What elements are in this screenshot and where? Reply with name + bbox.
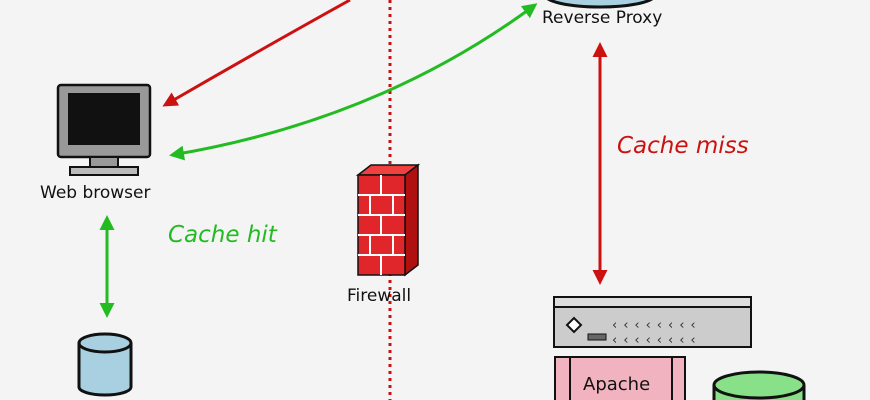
web-browser-label: Web browser xyxy=(40,183,151,203)
cache-hit-label: Cache hit xyxy=(168,222,277,248)
proxy-icon xyxy=(546,0,654,9)
server-icon: ‹‹‹‹‹‹‹‹ ‹‹‹‹‹‹‹‹ xyxy=(553,296,752,348)
apache-box xyxy=(554,356,686,400)
miss-arrow-browser xyxy=(162,0,351,107)
database-icon xyxy=(712,370,806,400)
svg-text:‹‹‹‹‹‹‹‹: ‹‹‹‹‹‹‹‹ xyxy=(612,318,702,333)
apache-label: Apache xyxy=(583,374,651,395)
firewall-icon xyxy=(355,163,421,277)
svg-text:‹‹‹‹‹‹‹‹: ‹‹‹‹‹‹‹‹ xyxy=(612,333,702,348)
firewall-label: Firewall xyxy=(347,286,412,306)
browser-cache-db-icon xyxy=(77,332,133,397)
hit-arrow-browser-proxy xyxy=(169,3,538,161)
reverse-proxy-label: Reverse Proxy xyxy=(542,8,663,28)
monitor-icon xyxy=(56,83,152,176)
cache-miss-label: Cache miss xyxy=(617,133,749,159)
